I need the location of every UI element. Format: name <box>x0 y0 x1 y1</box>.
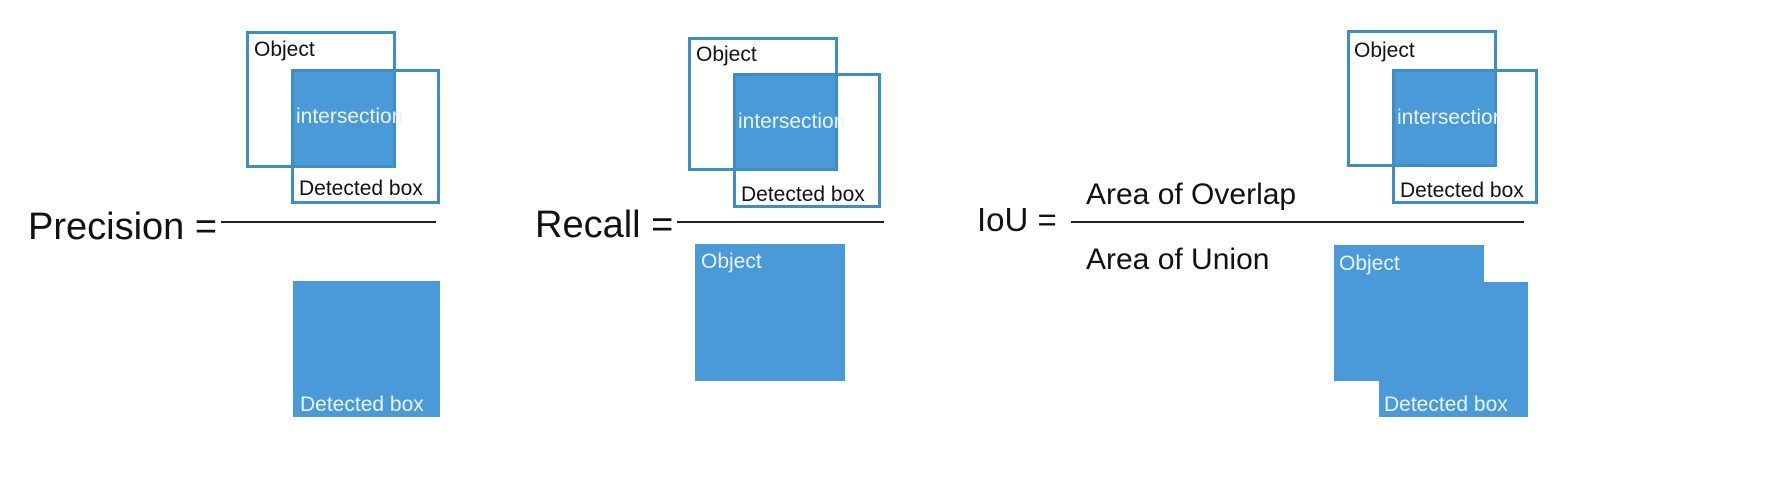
object-box <box>246 31 396 168</box>
object-label: Object <box>1354 39 1415 62</box>
union-detected-area <box>1379 282 1528 417</box>
detected-box-area <box>293 281 440 417</box>
detected-box-label: Detected box <box>1400 179 1524 202</box>
iou-label: IoU = <box>977 201 1057 238</box>
recall-label: Recall = <box>535 204 674 246</box>
object-box <box>688 37 838 171</box>
recall-fraction-line <box>677 221 884 223</box>
detected-box <box>291 69 440 204</box>
intersection-label: intersection <box>738 110 846 133</box>
iou-denominator-text: Area of Union <box>1086 243 1270 276</box>
iou-numerator-text: Area of Overlap <box>1086 178 1297 211</box>
precision-fraction-line <box>221 221 436 223</box>
detected-box-area-label: Detected box <box>300 393 424 416</box>
union-detected-label: Detected box <box>1384 393 1508 416</box>
detected-box <box>733 73 881 208</box>
object-label: Object <box>254 38 315 61</box>
detected-box <box>1392 69 1538 204</box>
intersection-area <box>733 73 838 171</box>
intersection-area <box>291 69 395 168</box>
intersection-label: intersection <box>1397 106 1505 129</box>
object-label: Object <box>696 43 757 66</box>
precision-label: Precision = <box>28 206 218 248</box>
object-box <box>1347 30 1497 167</box>
iou-fraction-line <box>1071 221 1524 223</box>
detected-box-label: Detected box <box>299 177 423 200</box>
object-area <box>695 244 845 381</box>
detected-box-label: Detected box <box>741 183 865 206</box>
union-object-label: Object <box>1339 252 1400 275</box>
intersection-area <box>1392 69 1496 167</box>
intersection-label: intersection <box>296 105 404 128</box>
object-area-label: Object <box>701 250 762 273</box>
